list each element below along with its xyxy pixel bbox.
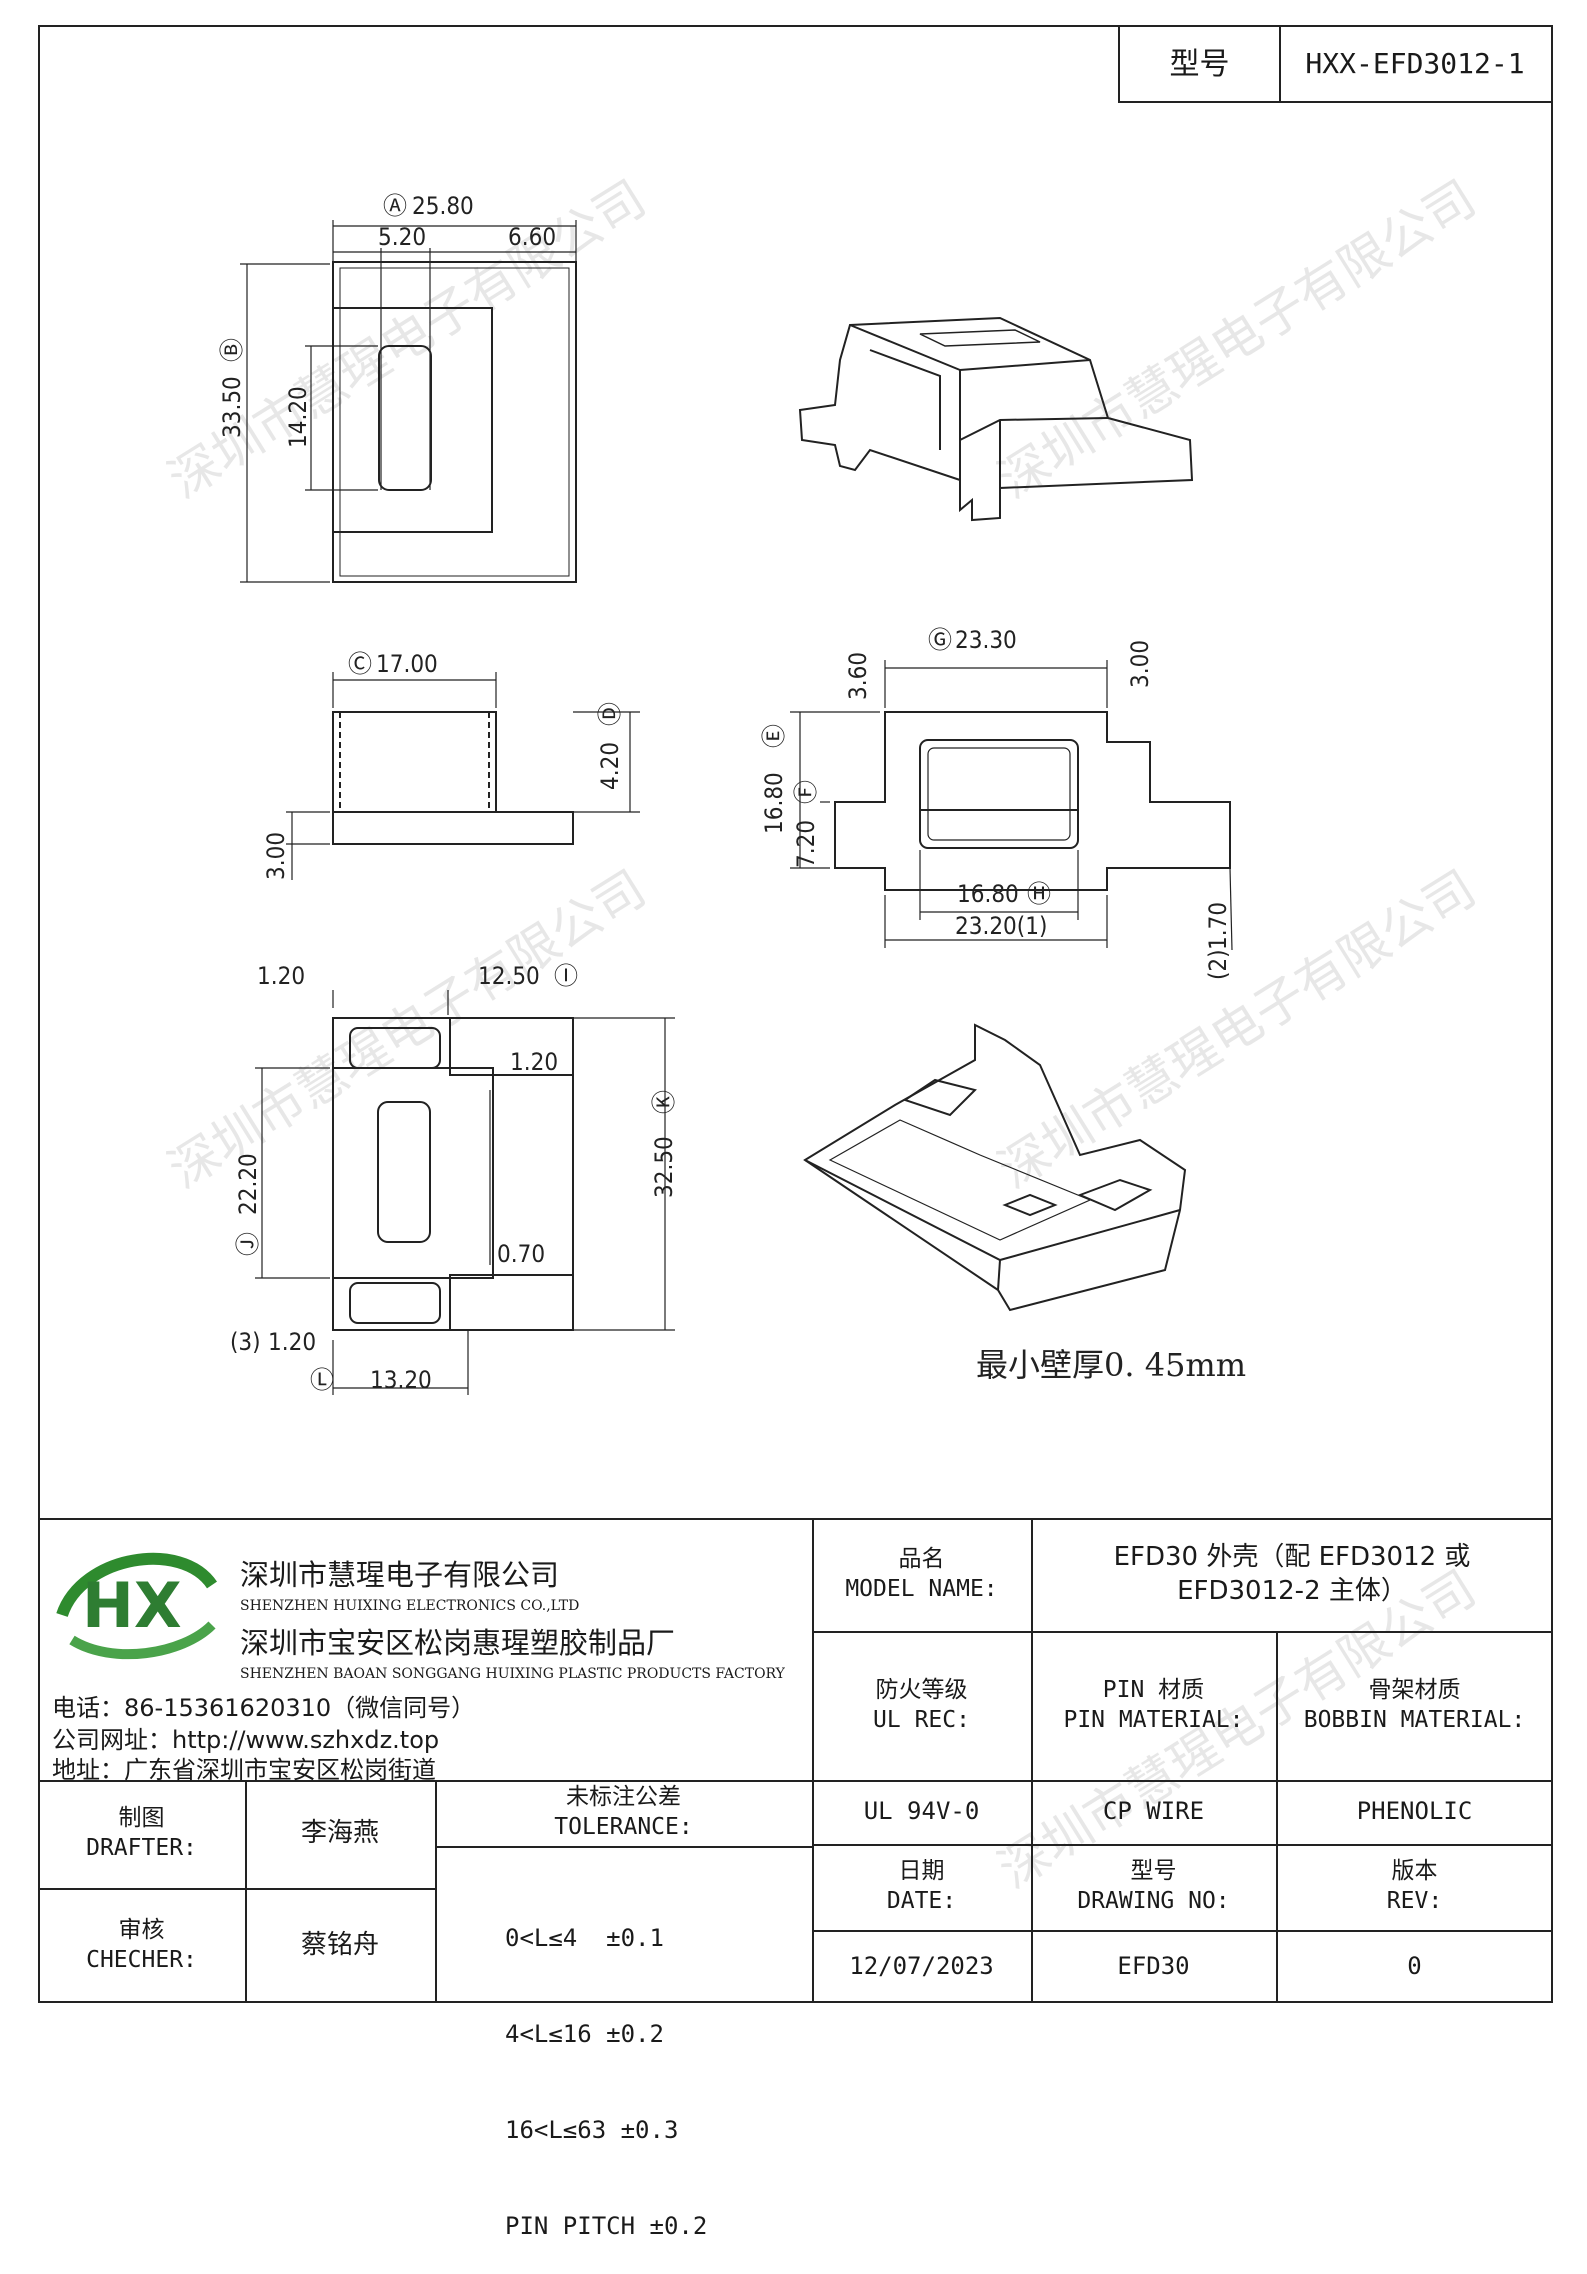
factory-name-cn: 深圳市宝安区松岗惠瑆塑胶制品厂	[240, 1626, 676, 1660]
dim-w1: 5.20	[378, 223, 426, 251]
dim-j: 22.20	[234, 1153, 262, 1215]
dim-3-00r: 3.00	[1126, 640, 1154, 688]
dim-e-mark: Ⓔ	[760, 724, 788, 748]
dim-f: 7.20	[792, 820, 820, 868]
isometric-view-bottom	[803, 1023, 1187, 1312]
dim-c: 17.00	[376, 650, 438, 678]
date-label: 日期 DATE:	[886, 1858, 957, 1914]
side-view	[790, 660, 1233, 951]
model-name-label: 品名 MODEL NAME:	[845, 1545, 998, 1602]
bobbin-material-label: 骨架材质 BOBBIN MATERIAL:	[1303, 1676, 1526, 1733]
dim-d-mark: Ⓓ	[596, 702, 624, 726]
min-wall-note: 最小壁厚0. 45mm	[976, 1346, 1246, 1384]
drawing-no-value: EFD30	[1117, 1951, 1190, 1980]
dim-d: 4.20	[596, 742, 624, 790]
bobbin-material-value: PHENOLIC	[1356, 1797, 1473, 1826]
tolerance-values: 0<L≤4 ±0.1 4<L≤16 ±0.2 16<L≤63 ±0.3 PIN …	[505, 1924, 708, 2240]
rev-value: 0	[1407, 1951, 1422, 1980]
top-view	[240, 220, 577, 583]
company-logo: HX	[52, 1545, 222, 1663]
tolerance-label: 未标注公差 TOLERANCE:	[554, 1784, 693, 1840]
factory-name-en: SHENZHEN BAOAN SONGGANG HUIXING PLASTIC …	[240, 1666, 785, 1682]
dim-h-mark: Ⓗ	[1027, 880, 1051, 908]
divider	[1276, 1631, 1278, 2003]
pin-material-value: CP WIRE	[1102, 1797, 1205, 1826]
divider	[38, 1888, 435, 1890]
divider	[812, 1930, 1553, 1932]
dim-a: 25.80	[412, 192, 474, 220]
drawing-no-label: 型号 DRAWING NO:	[1077, 1858, 1230, 1914]
dim-b: 33.50	[218, 376, 246, 438]
svg-text:HX: HX	[82, 1569, 182, 1642]
dim-g: 23.30	[955, 626, 1017, 654]
dim-a-mark: Ⓐ	[383, 192, 407, 220]
front-view	[286, 672, 640, 880]
dim-k: 32.50	[650, 1136, 678, 1198]
dim-w2: 6.60	[508, 223, 556, 251]
divider	[812, 1518, 814, 2003]
dim-i-mark: Ⓘ	[554, 962, 578, 990]
dim-0-70: 0.70	[497, 1240, 545, 1268]
dim-1-20a: 1.20	[257, 962, 305, 990]
dim-f-mark: Ⓕ	[792, 780, 820, 804]
dim-e: 16.80	[760, 772, 788, 834]
dim-note-2: (2)	[1204, 949, 1232, 980]
header-model-label: 型号	[1118, 25, 1281, 103]
company-phone: 电话：86-15361620310（微信同号）	[52, 1694, 476, 1722]
technical-drawing: Ⓐ 25.80 5.20 6.60 33.50 Ⓑ 14.20 Ⓒ 17.00 …	[218, 192, 1246, 1395]
dim-k-mark: Ⓚ	[650, 1090, 678, 1114]
isometric-view-top	[798, 316, 1194, 522]
dim-3-00: 3.00	[262, 832, 290, 880]
divider	[435, 1780, 437, 2003]
model-name-value: EFD30 外壳（配 EFD3012 或 EFD3012-2 主体）	[1113, 1541, 1471, 1606]
dim-j-mark: Ⓙ	[234, 1232, 262, 1256]
bottom-view	[255, 990, 675, 1395]
dim-i: 12.50	[478, 962, 540, 990]
rev-label: 版本 REV:	[1386, 1858, 1443, 1914]
dim-1-20b: 1.20	[510, 1048, 558, 1076]
dim-23-20-1: 23.20(1)	[955, 912, 1047, 940]
dim-l: 13.20	[370, 1366, 432, 1394]
divider	[38, 1518, 1553, 1520]
company-website: 公司网址：http://www.szhxdz.top	[52, 1726, 440, 1754]
checker-label: 审核 CHECHER:	[86, 1916, 197, 1973]
dim-14-20: 14.20	[284, 386, 312, 448]
checker-name: 蔡铭舟	[300, 1929, 379, 1960]
divider	[245, 1780, 247, 2003]
header-model-value: HXX-EFD3012-1	[1279, 25, 1553, 103]
dim-1-20c: 1.20	[268, 1328, 316, 1356]
company-address: 地址：广东省深圳市宝安区松岗街道	[52, 1756, 436, 1784]
dim-note-3: (3)	[230, 1328, 261, 1356]
dim-h: 16.80	[957, 880, 1019, 908]
dim-l-mark: Ⓛ	[310, 1366, 334, 1394]
drafter-label: 制图 DRAFTER:	[86, 1805, 197, 1861]
divider	[1031, 1518, 1033, 2003]
ul-rec-value: UL 94V-0	[863, 1797, 980, 1826]
drawing-frame	[38, 25, 1553, 2003]
drafter-name: 李海燕	[300, 1818, 379, 1849]
divider	[435, 1846, 812, 1848]
dim-c-mark: Ⓒ	[348, 650, 372, 678]
company-name-en: SHENZHEN HUIXING ELECTRONICS CO.,LTD	[240, 1598, 580, 1614]
divider	[38, 1780, 1553, 1782]
divider	[812, 1844, 1553, 1846]
pin-material-label: PIN 材质 PIN MATERIAL:	[1063, 1676, 1244, 1733]
dim-g-mark: Ⓖ	[928, 626, 952, 654]
dim-b-mark: Ⓑ	[218, 338, 246, 362]
date-value: 12/07/2023	[849, 1951, 994, 1980]
company-name-cn: 深圳市慧瑆电子有限公司	[240, 1558, 560, 1592]
divider	[812, 1631, 1553, 1633]
ul-rec-label: 防火等级 UL REC:	[873, 1676, 970, 1733]
dim-1-70: 1.70	[1204, 902, 1232, 950]
dim-3-60: 3.60	[844, 652, 872, 700]
